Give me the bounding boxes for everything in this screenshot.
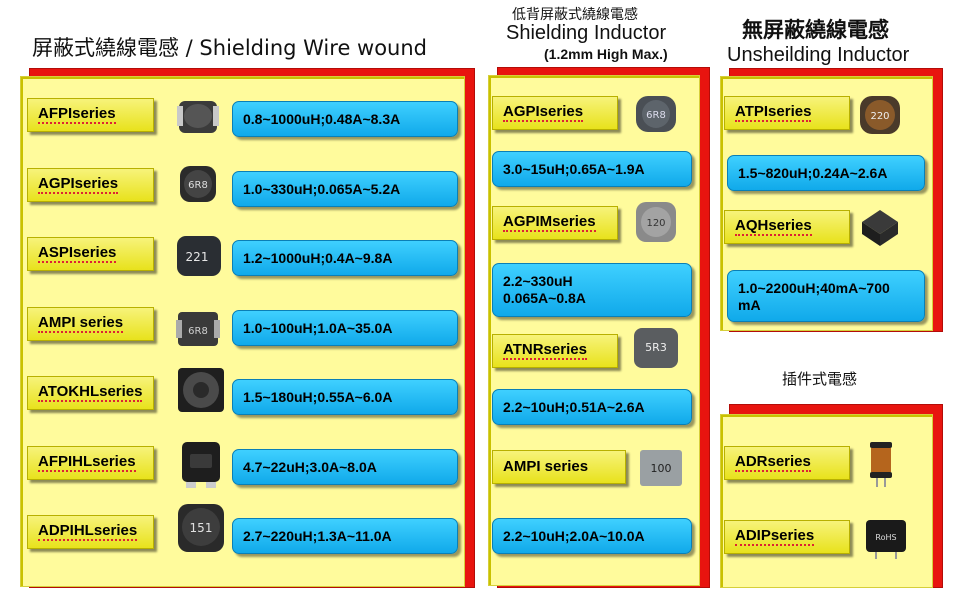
spec-box-agpim: 2.2~330uH 0.065A~0.8A <box>492 263 692 317</box>
series-label-adr[interactable]: ADRseries <box>724 446 850 480</box>
series-label-adpihl[interactable]: ADPIHLseries <box>27 515 154 549</box>
smd-inductor-icon: 6R8 <box>180 166 216 202</box>
spec-box-ampi-lowprofile: 2.2~10uH;2.0A~10.0A <box>492 518 692 554</box>
radial-inductor-icon <box>870 442 892 487</box>
title-unshielding-cn: 無屏蔽繞線電感 <box>742 18 889 42</box>
spec-box-adpihl: 2.7~220uH;1.3A~11.0A <box>232 518 458 554</box>
series-label-aspi[interactable]: ASPIseries <box>27 237 154 271</box>
title-unshielding-en: Unsheilding Inductor <box>727 44 910 66</box>
spec-box-aqh: 1.0~2200uH;40mA~700 mA <box>727 270 925 322</box>
spec-box-atpi: 1.5~820uH;0.24A~2.6A <box>727 155 925 191</box>
smd-inductor-icon: 151 <box>178 504 224 552</box>
svg-text:RoHS: RoHS <box>875 533 896 542</box>
series-label-afpihl[interactable]: AFPIHLseries <box>27 446 154 480</box>
series-label-text: ADIPseries <box>735 527 815 546</box>
smd-inductor-icon <box>177 101 219 133</box>
spec-box-agpi: 1.0~330uH;0.065A~5.2A <box>232 171 458 207</box>
svg-text:6R8: 6R8 <box>646 110 666 121</box>
spec-box-afpihl: 4.7~22uH;3.0A~8.0A <box>232 449 458 485</box>
smd-inductor-icon <box>862 210 898 246</box>
panel-front <box>720 414 933 588</box>
svg-text:6R8: 6R8 <box>188 326 208 337</box>
series-label-aqh[interactable]: AQHseries <box>724 210 850 244</box>
dip-inductor-icon: RoHS <box>866 520 906 559</box>
series-label-agpi-lowprofile[interactable]: AGPIseries <box>492 96 618 130</box>
svg-text:6R8: 6R8 <box>188 180 208 191</box>
series-label-text: ADPIHLseries <box>38 522 138 541</box>
series-label-atokhl[interactable]: ATOKHLseries <box>27 376 154 410</box>
title-through-hole: 插件式電感 <box>782 370 858 388</box>
series-label-text: ATNRseries <box>503 341 587 360</box>
series-label-text: ASPIseries <box>38 244 117 263</box>
spec-box-atokhl: 1.5~180uH;0.55A~6.0A <box>232 379 458 415</box>
smd-inductor-icon: 220 <box>860 96 900 134</box>
svg-text:151: 151 <box>190 521 213 535</box>
series-label-atpi[interactable]: ATPIseries <box>724 96 850 130</box>
spec-box-ampi: 1.0~100uH;1.0A~35.0A <box>232 310 458 346</box>
series-label-text: AMPI series <box>38 314 124 333</box>
series-label-text: AGPIseries <box>38 175 119 194</box>
smd-inductor-icon <box>182 442 220 488</box>
smd-inductor-icon: 5R3 <box>634 328 678 368</box>
series-label-text: AFPIseries <box>38 105 116 124</box>
spec-box-atnr: 2.2~10uH;0.51A~2.6A <box>492 389 692 425</box>
smd-inductor-icon: 6R8 <box>176 312 220 346</box>
smd-inductor-icon: 221 <box>177 236 221 276</box>
title-shielding-wirewound: 屏蔽式繞線電感 / Shielding Wire wound <box>32 36 428 60</box>
series-label-agpim[interactable]: AGPIMseries <box>492 206 618 240</box>
svg-text:221: 221 <box>186 250 209 264</box>
series-label-ampi-lowprofile[interactable]: AMPI series <box>492 450 626 484</box>
series-label-ampi[interactable]: AMPI series <box>27 307 154 341</box>
series-label-adip[interactable]: ADIPseries <box>724 520 850 554</box>
series-label-agpi[interactable]: AGPIseries <box>27 168 154 202</box>
svg-text:120: 120 <box>646 218 665 229</box>
series-label-text: AGPIseries <box>503 103 584 122</box>
title-lowprofile-en: Shielding Inductor <box>506 22 667 44</box>
smd-inductor-icon: 100 <box>640 450 682 486</box>
series-label-atnr[interactable]: ATNRseries <box>492 334 618 368</box>
title-lowprofile-cn: 低背屏蔽式繞線電感 <box>512 7 638 23</box>
series-label-text: AMPI series <box>503 458 589 475</box>
series-label-afpi[interactable]: AFPIseries <box>27 98 154 132</box>
spec-box-aspi: 1.2~1000uH;0.4A~9.8A <box>232 240 458 276</box>
series-label-text: AFPIHLseries <box>38 453 136 472</box>
series-label-text: ADRseries <box>735 453 811 472</box>
series-label-text: AGPIMseries <box>503 213 596 232</box>
svg-text:100: 100 <box>651 462 672 475</box>
smd-inductor-icon <box>178 368 224 412</box>
title-lowprofile-sub: (1.2mm High Max.) <box>544 46 668 62</box>
series-label-text: ATPIseries <box>735 103 812 122</box>
spec-box-afpi: 0.8~1000uH;0.48A~8.3A <box>232 101 458 137</box>
series-label-text: AQHseries <box>735 217 812 236</box>
series-label-text: ATOKHLseries <box>38 383 143 402</box>
spec-box-agpi-lowprofile: 3.0~15uH;0.65A~1.9A <box>492 151 692 187</box>
smd-inductor-icon: 120 <box>636 202 676 242</box>
svg-text:220: 220 <box>870 111 889 122</box>
svg-text:5R3: 5R3 <box>645 341 667 354</box>
smd-inductor-icon: 6R8 <box>636 96 676 132</box>
